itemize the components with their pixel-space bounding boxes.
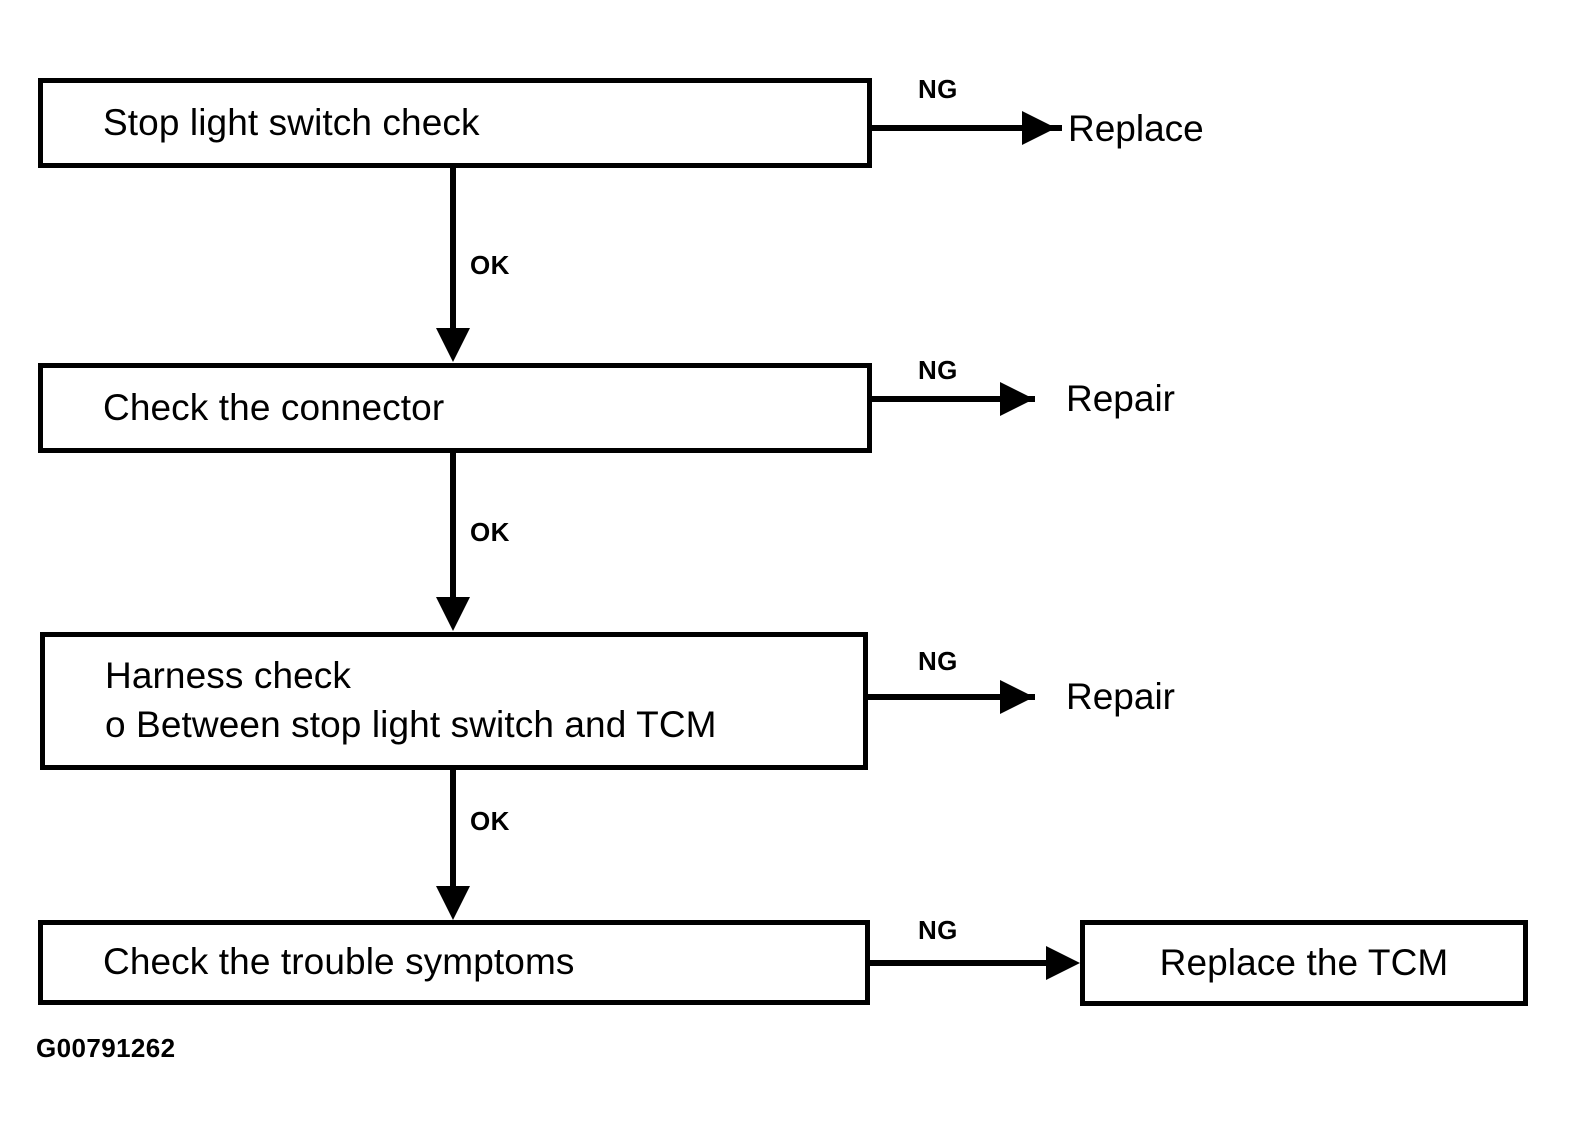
box-harness-check[interactable]: Harness check o Between stop light switc… — [40, 632, 868, 770]
box-stop-light-switch-check-line-1: Stop light switch check — [103, 101, 480, 143]
edge-line-ok-1 — [450, 168, 456, 330]
edge-line-ng-3 — [868, 694, 1035, 700]
box-check-the-connector-line-1: Check the connector — [103, 386, 445, 428]
edge-arrowhead-ok-2 — [436, 597, 470, 631]
edge-arrowhead-ng-2 — [1000, 382, 1034, 416]
edge-label-ng-1: NG — [918, 74, 958, 104]
edge-arrowhead-ok-1 — [436, 328, 470, 362]
edge-line-ok-3 — [450, 770, 456, 888]
box-check-the-connector[interactable]: Check the connector — [38, 363, 872, 453]
box-replace-the-tcm[interactable]: Replace the TCM — [1080, 920, 1528, 1006]
outcome-repair-connector: Repair — [1066, 378, 1175, 419]
box-check-the-trouble-symptoms-line-1: Check the trouble symptoms — [103, 941, 575, 983]
edge-line-ok-2 — [450, 453, 456, 599]
edge-line-ng-2 — [872, 396, 1035, 402]
outcome-replace: Replace — [1068, 108, 1204, 149]
edge-label-ng-3: NG — [918, 646, 958, 676]
box-stop-light-switch-check[interactable]: Stop light switch check — [38, 78, 872, 168]
box-replace-the-tcm-line-1: Replace the TCM — [1159, 941, 1449, 983]
edge-arrowhead-ng-4 — [1046, 946, 1080, 980]
edge-arrowhead-ng-1 — [1022, 111, 1056, 145]
figure-caption: G00791262 — [36, 1033, 176, 1063]
outcome-repair-harness: Repair — [1066, 676, 1175, 717]
edge-line-ng-1 — [872, 125, 1062, 131]
edge-label-ok-2: OK — [470, 517, 510, 547]
edge-label-ok-3: OK — [470, 806, 510, 836]
edge-label-ng-4: NG — [918, 915, 958, 945]
box-harness-check-line-2: o Between stop light switch and TCM — [105, 704, 717, 745]
box-check-the-trouble-symptoms[interactable]: Check the trouble symptoms — [38, 920, 870, 1005]
edge-arrowhead-ng-3 — [1000, 680, 1034, 714]
edge-label-ok-1: OK — [470, 250, 510, 280]
box-harness-check-line-1: Harness check — [105, 655, 352, 697]
edge-arrowhead-ok-3 — [436, 886, 470, 920]
edge-label-ng-2: NG — [918, 355, 958, 385]
edge-line-ng-4 — [870, 960, 1050, 966]
